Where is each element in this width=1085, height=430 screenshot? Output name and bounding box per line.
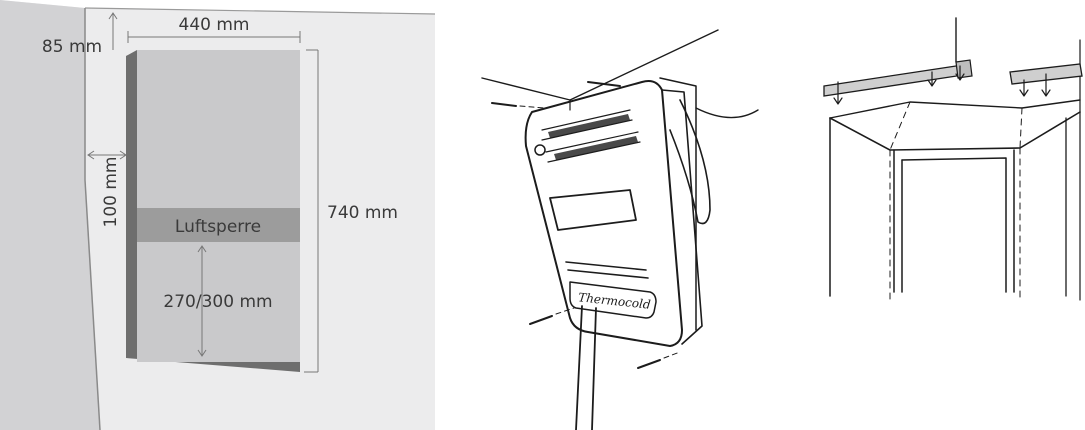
cabinet-installation-illustration [810, 0, 1085, 430]
dim-85-label: 85 mm [42, 37, 102, 57]
side-wall [0, 0, 100, 430]
lower-grille-bottom [567, 269, 649, 279]
heater-mounting-illustration: Thermocold [470, 0, 760, 430]
installation-arrows [833, 65, 1051, 105]
power-cable [669, 99, 711, 225]
control-knob [534, 144, 546, 156]
cabinet-top-back [829, 99, 1081, 119]
brand-plate [569, 281, 657, 319]
dim-270-arrow-top [197, 245, 207, 253]
front-opening [549, 189, 637, 231]
dashed-guides [889, 147, 1021, 301]
rail-block [955, 59, 973, 79]
dim-270-arrow-bottom [197, 349, 207, 357]
support-bracket [575, 305, 597, 430]
heater-housing [524, 80, 683, 347]
lower-grille-top [565, 261, 647, 271]
luftsperre-label: Luftsperre [175, 217, 261, 237]
cabinet-sketch [823, 17, 1083, 301]
dashed-top-guides [889, 101, 1023, 151]
cable-to-wall [695, 107, 759, 119]
dim-440-label: 440 mm [179, 15, 250, 35]
dim-100-arrow-right [119, 150, 127, 160]
ceiling-line [84, 7, 436, 15]
air-barrier-band [137, 208, 300, 242]
back-rail [823, 65, 971, 97]
dim-270-300-label: 270/300 mm [163, 292, 272, 312]
heater-side [661, 89, 703, 345]
heater-sketch: Thermocold [481, 29, 759, 430]
mounting-dimension-diagram: Luftsperre 85 mm 440 mm 100 mm 740 mm 27… [0, 0, 450, 430]
top-vent-grille [541, 109, 641, 163]
dimension-drawing: Luftsperre 85 mm 440 mm 100 mm 740 mm 27… [0, 0, 436, 430]
screws [491, 81, 681, 369]
dim-85-arrow [108, 12, 118, 20]
cabinet-top-front [829, 111, 1081, 151]
dim-740-label: 740 mm [327, 203, 398, 223]
brand-label: Thermocold [578, 290, 652, 312]
heater-body [137, 50, 300, 362]
ceiling-edge [481, 29, 719, 101]
dim-100-arrow-left [87, 150, 95, 160]
dim-100-label: 100 mm [101, 157, 121, 228]
door-frame [901, 157, 1007, 293]
wall-corner-line-lower [84, 179, 101, 430]
door-left-frame [893, 149, 903, 293]
